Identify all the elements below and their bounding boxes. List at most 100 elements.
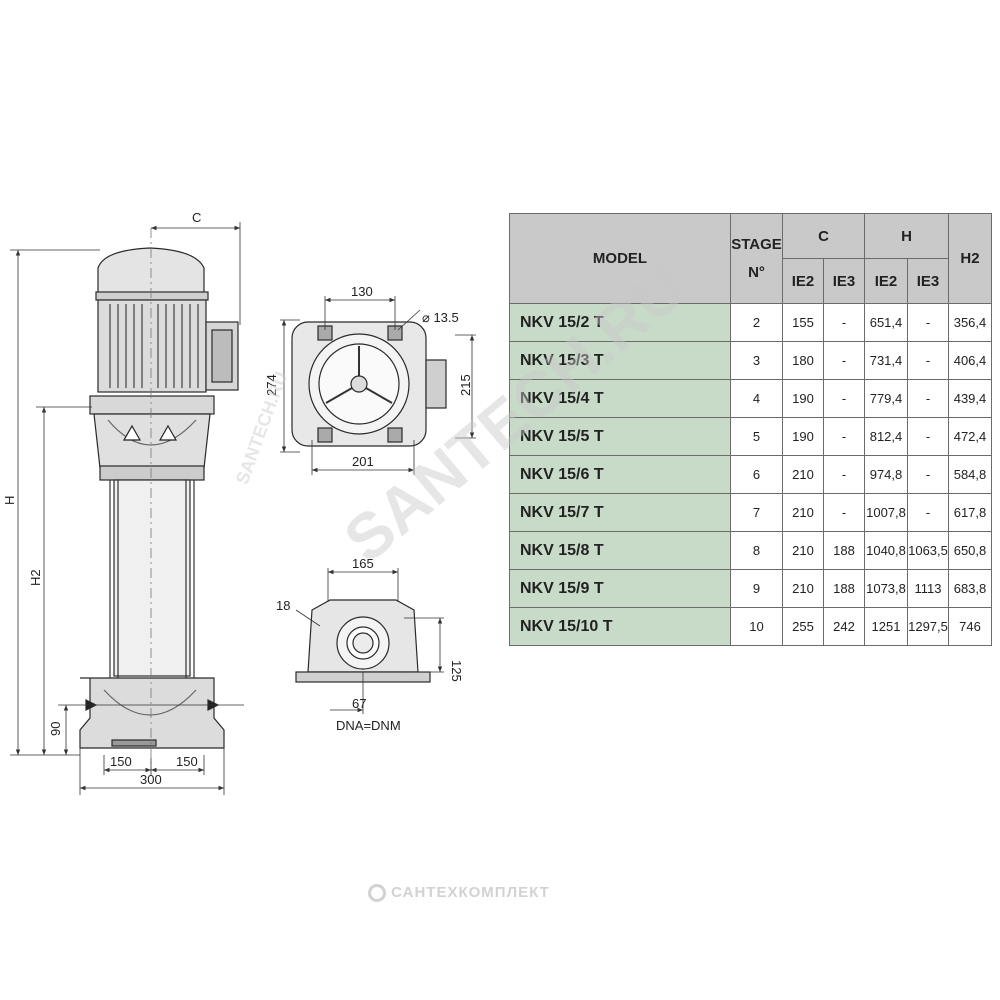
cell-h2: 746 [948,607,992,646]
cell-model: NKV 15/8 T [509,531,731,570]
pump-side-view [79,247,239,749]
cell-c-ie3: - [823,455,865,494]
table-row: NKV 15/3 T 3 180 - 731,4 - 406,4 [509,341,992,380]
cell-stage: 2 [730,303,783,342]
table-row: NKV 15/9 T 9 210 188 1073,8 1113 683,8 [509,569,992,608]
table-row: NKV 15/4 T 4 190 - 779,4 - 439,4 [509,379,992,418]
cell-c-ie3: - [823,417,865,456]
lantern-bracket [93,413,211,469]
header-c: C [782,213,865,259]
table-row: NKV 15/7 T 7 210 - 1007,8 - 617,8 [509,493,992,532]
cell-c-ie3: - [823,493,865,532]
watermark-bottom-text: САНТЕХКОМПЛЕКТ [391,884,550,901]
base-view-dimensions [295,568,444,714]
header-model: MODEL [509,213,731,304]
cell-stage: 4 [730,379,783,418]
cell-stage: 7 [730,493,783,532]
pump-base-view [295,599,431,683]
cell-h-ie3: 1113 [907,569,949,608]
header-h-ie2: IE2 [864,258,908,304]
cell-h2: 472,4 [948,417,992,456]
cell-c-ie2: 210 [782,493,824,532]
cell-model: NKV 15/6 T [509,455,731,494]
motor-body [97,299,207,393]
table-row: NKV 15/10 T 10 255 242 1251 1297,5 746 [509,607,992,646]
cell-h2: 617,8 [948,493,992,532]
header-c-ie3: IE3 [823,258,865,304]
models-table: MODEL STAGE N° C H H2 IE2 IE3 IE2 IE3 NK… [509,213,992,646]
cell-h-ie2: 651,4 [864,303,908,342]
watermark-bottom: САНТЕХКОМПЛЕКТ [368,884,550,903]
cell-model: NKV 15/4 T [509,379,731,418]
cell-h-ie2: 1040,8 [864,531,908,570]
dim-274-label: 274 [264,374,279,396]
dim-150-right-label: 150 [176,754,198,769]
table-row: NKV 15/8 T 8 210 188 1040,8 1063,5 650,8 [509,531,992,570]
motor-cap [95,291,209,301]
dim-90-label: 90 [48,722,63,736]
cell-stage: 8 [730,531,783,570]
cell-c-ie3: 242 [823,607,865,646]
header-stage: STAGE N° [730,213,783,304]
cell-model: NKV 15/9 T [509,569,731,608]
cell-h-ie3: - [907,379,949,418]
warning-icon [158,424,178,441]
cell-stage: 6 [730,455,783,494]
cell-c-ie2: 190 [782,417,824,456]
header-stage-line2: N° [748,263,765,281]
cell-stage: 10 [730,607,783,646]
header-h2: H2 [948,213,992,304]
table-row: NKV 15/2 T 2 155 - 651,4 - 356,4 [509,303,992,342]
dna-dnm-label: DNA=DNM [336,718,401,733]
dim-h-label: H [2,496,17,505]
cell-model: NKV 15/5 T [509,417,731,456]
dim-67-label: 67 [352,696,366,711]
dim-125-label: 125 [449,660,464,682]
cell-h-ie3: - [907,455,949,494]
motor-fins [109,304,199,388]
dim-300-label: 300 [140,772,162,787]
cell-stage: 9 [730,569,783,608]
cell-h2: 406,4 [948,341,992,380]
dim-h2-label: H2 [28,569,43,586]
dim-215-label: 215 [458,374,473,396]
cell-h-ie2: 1007,8 [864,493,908,532]
cell-c-ie3: - [823,379,865,418]
cell-c-ie2: 255 [782,607,824,646]
cell-h-ie2: 779,4 [864,379,908,418]
dim-18-label: 18 [276,598,290,613]
cell-h-ie3: 1063,5 [907,531,949,570]
cell-h-ie3: - [907,493,949,532]
cell-h-ie2: 731,4 [864,341,908,380]
cell-stage: 3 [730,341,783,380]
table-row: NKV 15/6 T 6 210 - 974,8 - 584,8 [509,455,992,494]
dim-c-label: C [192,210,201,225]
cell-h-ie3: - [907,303,949,342]
cell-h2: 439,4 [948,379,992,418]
cell-c-ie3: 188 [823,531,865,570]
dim-150-left-label: 150 [110,754,132,769]
cell-h-ie3: 1297,5 [907,607,949,646]
side-view-dimensions [10,222,244,795]
cell-h-ie2: 1251 [864,607,908,646]
cell-c-ie2: 210 [782,531,824,570]
cell-h-ie2: 1073,8 [864,569,908,608]
header-stage-line1: STAGE [731,235,782,253]
cell-h2: 356,4 [948,303,992,342]
table-row: NKV 15/5 T 5 190 - 812,4 - 472,4 [509,417,992,456]
cell-c-ie3: - [823,303,865,342]
cell-h2: 584,8 [948,455,992,494]
header-h-ie3: IE3 [907,258,949,304]
dim-165-label: 165 [352,556,374,571]
cell-c-ie2: 190 [782,379,824,418]
dim-13-5-label: ⌀ 13.5 [422,310,459,325]
cell-c-ie2: 210 [782,569,824,608]
cell-model: NKV 15/7 T [509,493,731,532]
upper-plate [99,465,205,481]
cell-model: NKV 15/10 T [509,607,731,646]
top-view-dimensions [280,296,476,475]
dim-130-label: 130 [351,284,373,299]
cell-stage: 5 [730,417,783,456]
pump-column [113,479,191,677]
motor-flange [89,395,215,415]
